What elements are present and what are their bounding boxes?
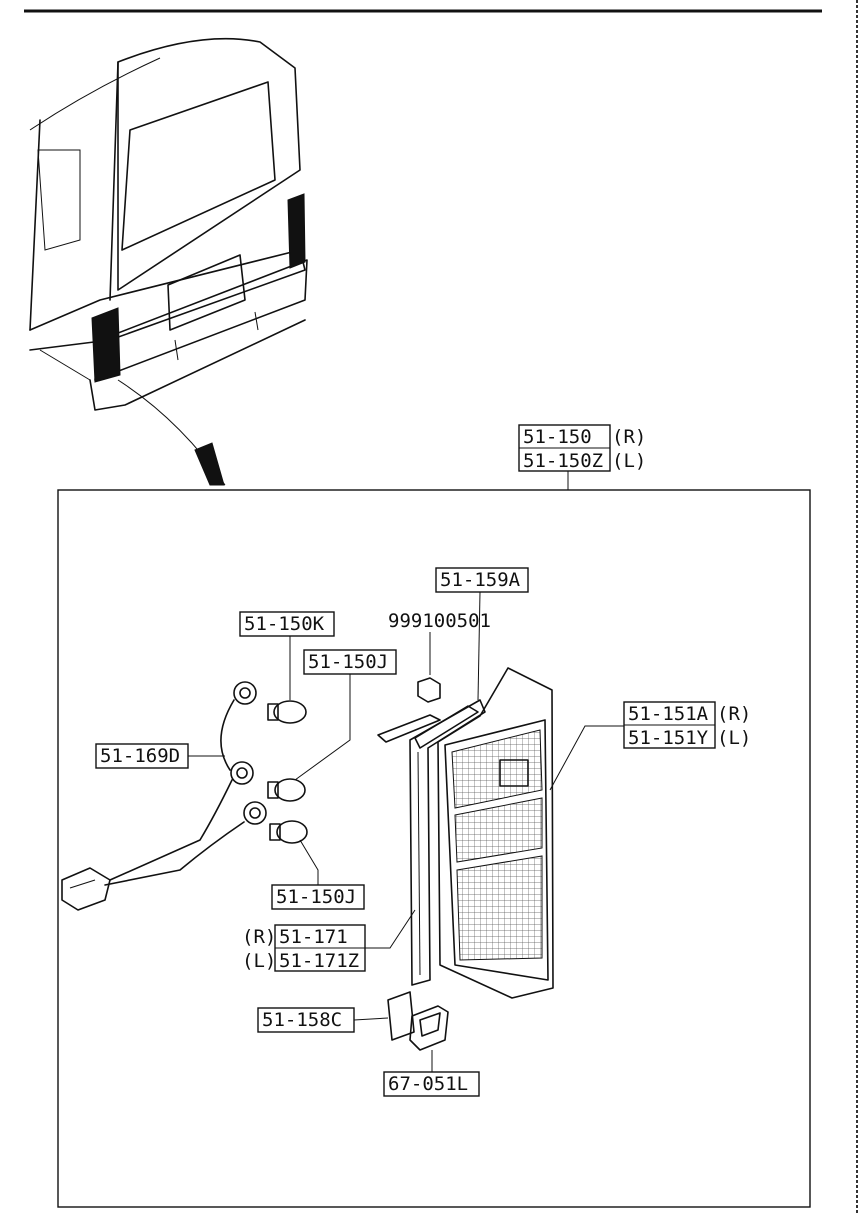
side-label-lens-r: (R)	[717, 703, 751, 725]
part-number-bracket: 67-051L	[388, 1073, 468, 1095]
assembly-label-group: 51-150 (R) 51-150Z (L)	[518, 424, 646, 490]
screw-group: 999100501	[388, 610, 491, 703]
side-label-lens-l: (L)	[717, 727, 751, 749]
part-number-wiring: 51-169D	[100, 745, 180, 767]
part-number-gasket-l: 51-171Z	[279, 950, 359, 972]
outer-gasket	[409, 699, 486, 986]
bulb-k-group: 51-150K	[239, 611, 335, 724]
side-label-assembly-l: (L)	[612, 450, 646, 472]
part-number-lens-gasket: 51-159A	[440, 569, 521, 591]
side-label-gasket-r: (R)	[242, 926, 276, 948]
part-number-bulb-k: 51-150K	[244, 613, 325, 635]
part-number-bulb-j-upper: 51-150J	[308, 651, 388, 673]
wiring-group: 51-169D	[95, 743, 225, 769]
vehicle-rear-illustration	[29, 37, 308, 486]
part-number-assembly-r: 51-150	[523, 426, 592, 448]
part-number-bulb-j-lower: 51-150J	[276, 886, 356, 908]
lens-label-group: 51-151A (R) 51-151Y (L)	[549, 701, 751, 791]
clip-group: 51-158C	[257, 991, 415, 1041]
part-number-clip: 51-158C	[262, 1009, 342, 1031]
side-label-assembly-r: (R)	[612, 426, 646, 448]
bracket-group: 67-051L	[383, 1005, 480, 1097]
part-number-gasket-r: 51-171	[279, 926, 348, 948]
bulb-j-lower-group: 51-150J	[269, 820, 365, 910]
socket-harness	[61, 681, 267, 911]
lens-gasket-group: 51-159A	[377, 567, 529, 749]
part-number-lens-r: 51-151A	[628, 703, 709, 725]
part-number-screw: 999100501	[388, 610, 491, 632]
bulb-j-upper-group: 51-150J	[267, 649, 397, 802]
part-number-assembly-l: 51-150Z	[523, 450, 603, 472]
part-number-lens-l: 51-151Y	[628, 727, 709, 749]
tail-lamp-unit	[437, 667, 554, 999]
gasket-label-group: (R) (L) 51-171 51-171Z	[242, 909, 416, 972]
side-label-gasket-l: (L)	[242, 950, 276, 972]
detail-frame	[57, 489, 811, 1208]
